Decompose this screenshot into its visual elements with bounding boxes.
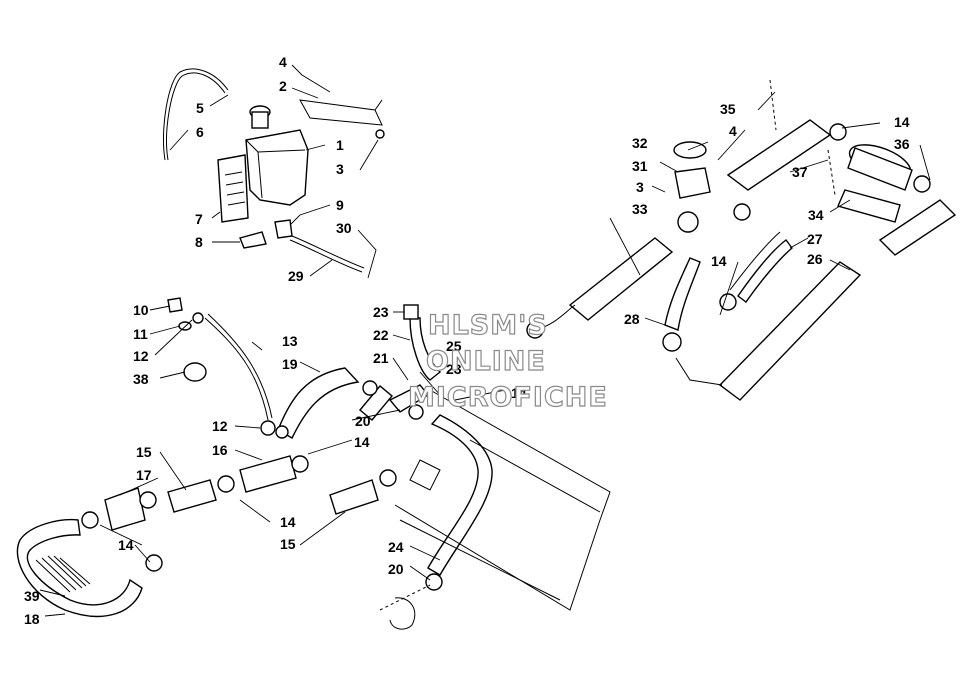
callout-label: 25 <box>446 338 462 354</box>
callout-label: 19 <box>282 356 298 372</box>
callout-label: 38 <box>133 371 149 387</box>
callout-label: 15 <box>280 536 296 552</box>
callout-label: 37 <box>792 164 808 180</box>
callout-label: 28 <box>624 311 640 327</box>
callout-label: 7 <box>195 211 203 227</box>
watermark-line-1: HLSM'S <box>428 310 548 341</box>
left-hose-assembly <box>16 297 544 618</box>
callout-label: 1 <box>336 137 344 153</box>
callout-label: 12 <box>133 348 149 364</box>
callout-label: 16 <box>212 442 228 458</box>
coolant-tank-assembly <box>162 64 385 279</box>
callout-label: 29 <box>288 268 304 284</box>
callout-label: 30 <box>336 220 352 236</box>
callout-label: 31 <box>632 158 648 174</box>
callout-label: 12 <box>212 418 228 434</box>
callout-label: 34 <box>808 207 824 223</box>
callout-label: 20 <box>355 413 371 429</box>
callout-label: 13 <box>282 333 298 349</box>
callout-label: 5 <box>196 100 204 116</box>
callout-label: 9 <box>336 197 344 213</box>
callout-label: 4 <box>279 54 287 70</box>
callout-label: 14 <box>894 114 910 130</box>
callout-label: 32 <box>632 135 648 151</box>
callout-label: 8 <box>195 234 203 250</box>
callout-label: 14 <box>511 385 527 401</box>
callout-label: 2 <box>279 78 287 94</box>
callout-label: 3 <box>636 179 644 195</box>
callout-label: 23 <box>373 304 389 320</box>
callout-label: 22 <box>373 327 389 343</box>
callout-label: 27 <box>807 231 823 247</box>
callout-label: 23 <box>446 361 462 377</box>
callout-label: 14 <box>711 253 727 269</box>
callout-label: 17 <box>136 467 152 483</box>
watermark-line-3: MICROFICHE <box>408 382 608 413</box>
watermark: HLSM'S ONLINE MICROFICHE <box>407 309 608 413</box>
callout-label: 21 <box>373 350 389 366</box>
callout-label: 18 <box>24 611 40 627</box>
callout-label: 4 <box>729 123 737 139</box>
watermark-line-2: ONLINE <box>426 346 546 377</box>
callout-label: 6 <box>196 124 204 140</box>
callout-label: 3 <box>336 161 344 177</box>
callout-label: 10 <box>133 302 149 318</box>
callout-label: 14 <box>354 434 370 450</box>
callout-label: 11 <box>133 326 148 342</box>
callout-label: 35 <box>720 101 736 117</box>
callout-label: 26 <box>807 251 823 267</box>
callout-label: 14 <box>280 514 296 530</box>
callout-label: 24 <box>388 539 404 555</box>
callout-label: 33 <box>632 201 648 217</box>
tunnel-outline <box>379 357 723 630</box>
callout-label: 36 <box>894 136 910 152</box>
callout-label: 20 <box>388 561 404 577</box>
callout-labels: 4 2 5 6 1 3 7 9 30 8 29 35 4 32 31 3 33 … <box>24 54 910 627</box>
callout-label: 14 <box>118 537 134 553</box>
callout-label: 15 <box>136 444 152 460</box>
callout-label: 39 <box>24 588 40 604</box>
heat-exchanger-assembly <box>534 79 957 401</box>
